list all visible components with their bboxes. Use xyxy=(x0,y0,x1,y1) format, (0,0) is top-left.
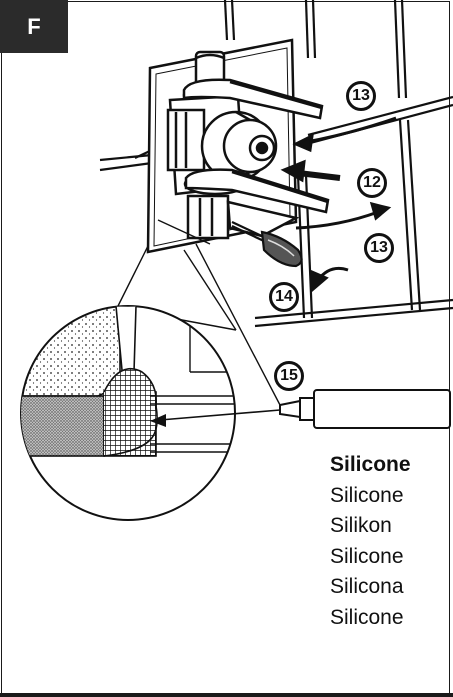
clamp-arms xyxy=(182,78,330,238)
material-label: Silicona xyxy=(330,575,404,598)
valve-body xyxy=(166,50,278,240)
leader-lines xyxy=(115,219,281,406)
material-label-list: Silicone Silicone Silikon Silicone Silic… xyxy=(330,450,411,633)
callout-12: 12 xyxy=(357,168,387,198)
material-label: Silikon xyxy=(330,514,392,537)
motion-arrows xyxy=(280,116,397,294)
silicone-tube xyxy=(279,389,451,429)
panel-frame-bottom-edge xyxy=(0,693,453,697)
magnified-joint-detail xyxy=(20,305,281,521)
callout-15: 15 xyxy=(274,361,304,391)
callout-13-bottom: 13 xyxy=(364,233,394,263)
material-label: Silicone xyxy=(330,544,404,568)
callout-13-top: 13 xyxy=(346,81,376,111)
step-letter-badge: F xyxy=(0,0,68,53)
tile-wall xyxy=(99,0,453,328)
callout-14: 14 xyxy=(269,282,299,312)
screwdriver xyxy=(231,221,303,268)
material-label: Silicone xyxy=(330,605,404,629)
material-label: Silicone xyxy=(330,483,404,507)
material-label: Silicone xyxy=(330,453,411,476)
